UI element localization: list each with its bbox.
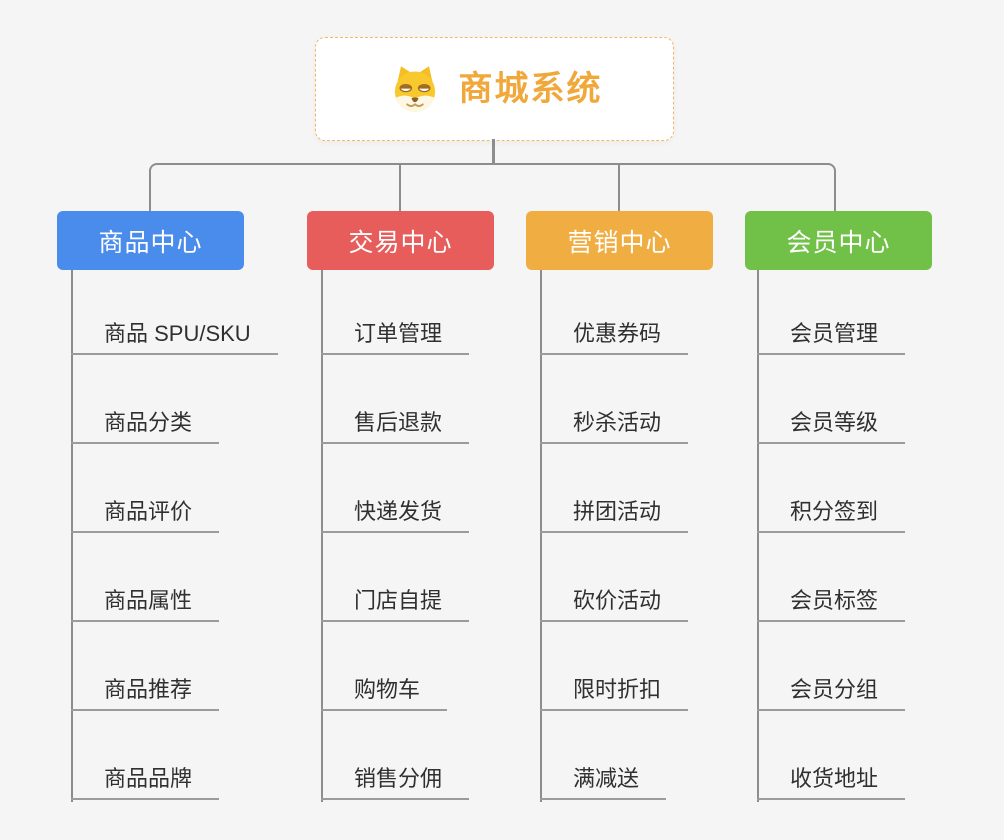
leaf-node[interactable]: 商品属性 (71, 586, 220, 622)
branch-header-member-center[interactable]: 会员中心 (745, 211, 932, 270)
leaf-node[interactable]: 优惠券码 (540, 319, 689, 355)
leaf-node[interactable]: 积分签到 (757, 497, 906, 533)
leaf-node[interactable]: 会员分组 (757, 675, 906, 711)
branch-header-marketing-center[interactable]: 营销中心 (526, 211, 713, 270)
branch-header-product-center[interactable]: 商品中心 (57, 211, 244, 270)
leaf-node[interactable]: 秒杀活动 (540, 408, 689, 444)
leaf-node[interactable]: 商品 SPU/SKU (71, 319, 278, 355)
branch-trunk-line (540, 270, 542, 802)
leaf-node[interactable]: 售后退款 (321, 408, 470, 444)
leaf-node[interactable]: 商品品牌 (71, 764, 220, 800)
leaf-node[interactable]: 拼团活动 (540, 497, 689, 533)
root-stem-connector (492, 139, 495, 165)
branch-trunk-line (757, 270, 759, 802)
branch-drop-connector (399, 165, 401, 211)
leaf-node[interactable]: 订单管理 (321, 319, 470, 355)
leaf-node[interactable]: 快递发货 (321, 497, 470, 533)
leaf-node[interactable]: 收货地址 (757, 764, 906, 800)
branch-header-trade-center[interactable]: 交易中心 (307, 211, 494, 270)
leaf-node[interactable]: 销售分佣 (321, 764, 470, 800)
leaf-node[interactable]: 商品推荐 (71, 675, 220, 711)
leaf-node[interactable]: 满减送 (540, 764, 667, 800)
root-title: 商城系统 (458, 70, 603, 108)
leaf-node[interactable]: 商品分类 (71, 408, 220, 444)
leaf-node[interactable]: 会员管理 (757, 319, 906, 355)
branch-trunk-line (71, 270, 73, 802)
leaf-node[interactable]: 会员标签 (757, 586, 906, 622)
leaf-node[interactable]: 门店自提 (321, 586, 470, 622)
leaf-node[interactable]: 砍价活动 (540, 586, 689, 622)
leaf-node[interactable]: 商品评价 (71, 497, 220, 533)
shiba-dog-face-icon (387, 63, 443, 115)
root-node[interactable]: 商城系统 (315, 37, 674, 141)
leaf-node[interactable]: 会员等级 (757, 408, 906, 444)
leaf-node[interactable]: 限时折扣 (540, 675, 689, 711)
leaf-node[interactable]: 购物车 (321, 675, 448, 711)
branch-trunk-line (321, 270, 323, 802)
branch-bracket-connector (149, 163, 836, 211)
branch-drop-connector (618, 165, 620, 211)
